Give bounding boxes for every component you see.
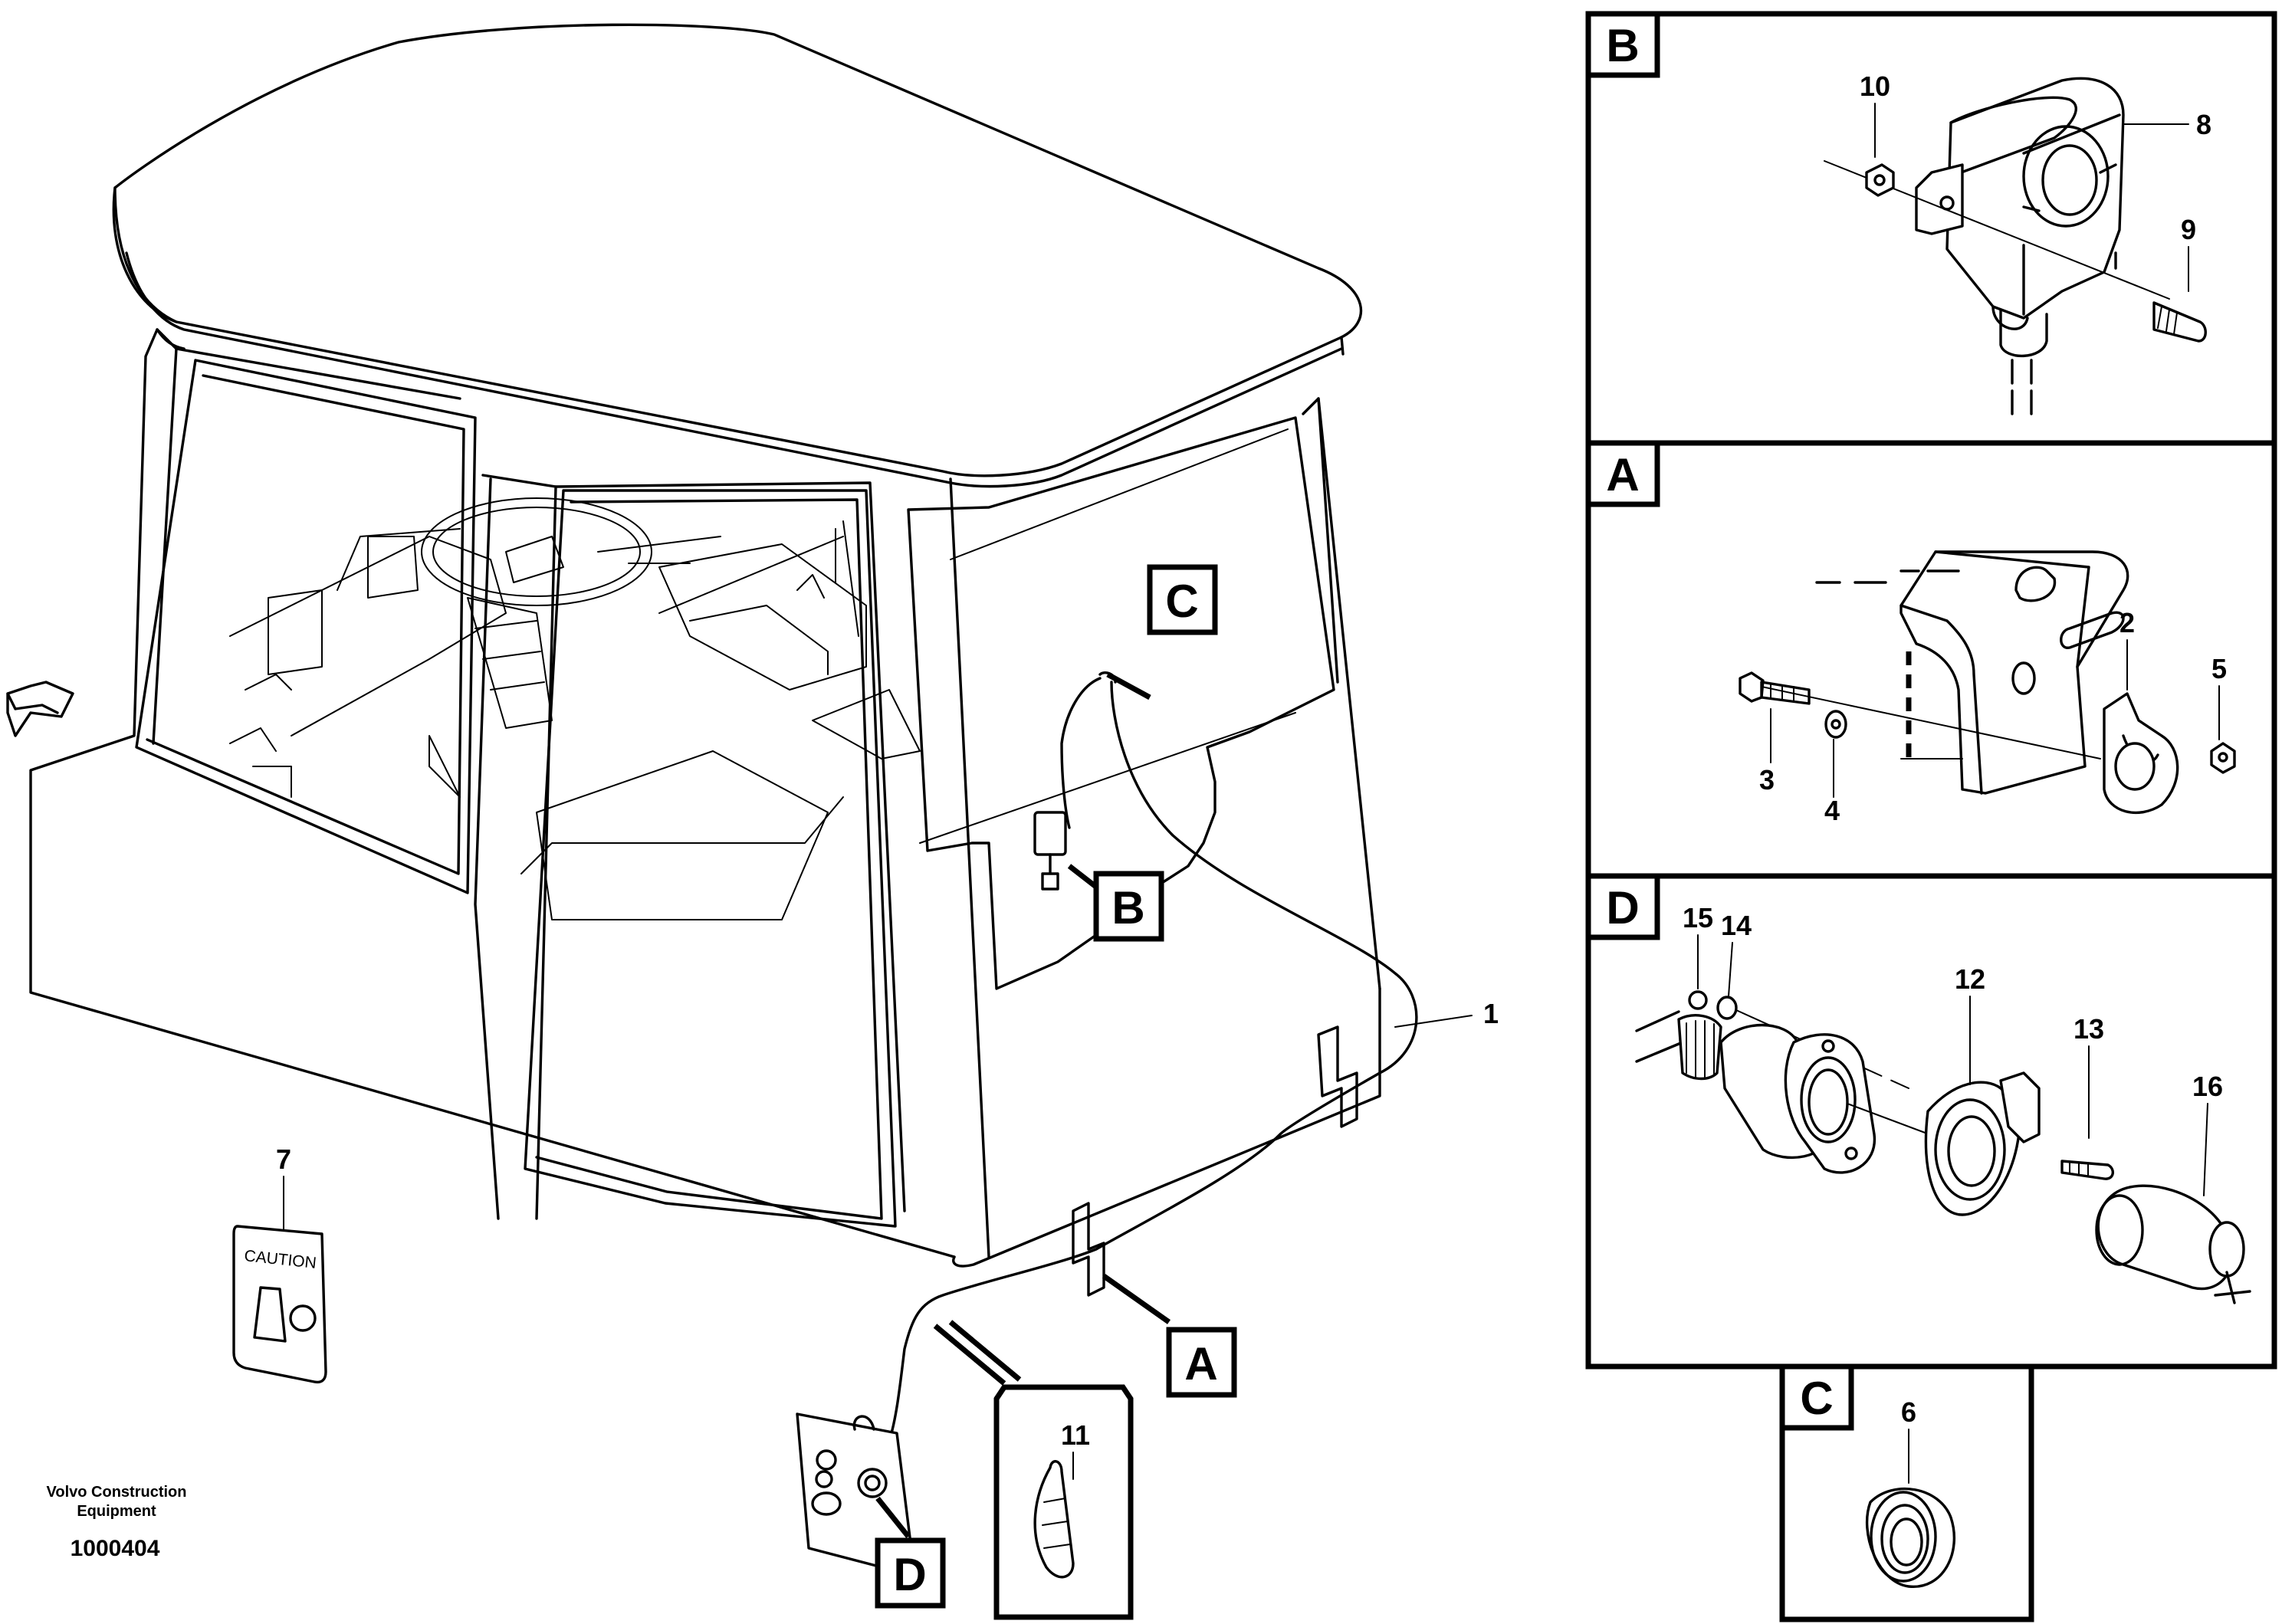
cab-connector-b: [1033, 811, 1067, 856]
panel-d: D 15 14 12 13 16: [1585, 873, 2277, 1370]
part-12-label: 12: [1955, 963, 1985, 995]
company-line1: Volvo Construction: [47, 1484, 187, 1501]
part-14-label: 14: [1721, 910, 1752, 941]
callout-a-label: A: [1184, 1338, 1217, 1389]
cab-roof: [112, 23, 1363, 477]
socket-flange: [1784, 1033, 1876, 1174]
bracket-lower: [1072, 1202, 1105, 1297]
part-1-label: 1: [1483, 998, 1499, 1029]
panel-a: A 2 5 3 4: [1585, 440, 2277, 879]
panel-a-letter: A: [1606, 449, 1639, 500]
callout-b-main: B: [1093, 871, 1164, 942]
part-10-label: 10: [1860, 71, 1890, 102]
cab-illustration: [6, 23, 1381, 1268]
panel-b: B 10 8 9: [1585, 11, 2277, 446]
wiring-harness: [796, 671, 1473, 1573]
company-line2: Equipment: [77, 1503, 156, 1520]
callout-d-label: D: [893, 1549, 926, 1600]
panel-d-letter: D: [1606, 882, 1639, 933]
part-7-label: 7: [276, 1143, 291, 1175]
callout-b-label: B: [1111, 882, 1144, 933]
part-9-label: 9: [2181, 214, 2196, 245]
part-15-label: 15: [1683, 902, 1713, 933]
socket-housing: [1945, 77, 2125, 320]
part-8-label: 8: [2196, 109, 2211, 140]
part-13-label: 13: [2074, 1013, 2104, 1045]
reference-number: 1000404: [71, 1536, 160, 1561]
part-6-label: 6: [1901, 1396, 1916, 1428]
part-3-label: 3: [1759, 764, 1775, 796]
caution-decal: 7 CAUTION: [232, 1143, 327, 1384]
part-16-label: 16: [2192, 1071, 2223, 1102]
callout-a-main: A: [1166, 1327, 1237, 1398]
panel-b-letter: B: [1606, 20, 1639, 71]
callout-c-label: C: [1165, 576, 1198, 627]
cable-tie: [1033, 1460, 1075, 1579]
cable-tie-detail: 11: [993, 1384, 1134, 1620]
cab-door-glass: [524, 489, 897, 1228]
cab-hook: [6, 681, 74, 737]
part-4-label: 4: [1824, 795, 1840, 826]
part-11-label: 11: [1061, 1419, 1090, 1451]
part-2-label: 2: [2119, 607, 2135, 638]
panel-c-letter: C: [1800, 1373, 1833, 1424]
callout-c-main: C: [1147, 564, 1218, 635]
part-5-label: 5: [2211, 653, 2227, 684]
callout-d-main: D: [875, 1537, 946, 1609]
bracket-upper: [1317, 1025, 1358, 1128]
cab-interior: [229, 497, 921, 920]
cab-windscreen: [135, 359, 477, 894]
panel-c: C 6: [1779, 1363, 2034, 1622]
